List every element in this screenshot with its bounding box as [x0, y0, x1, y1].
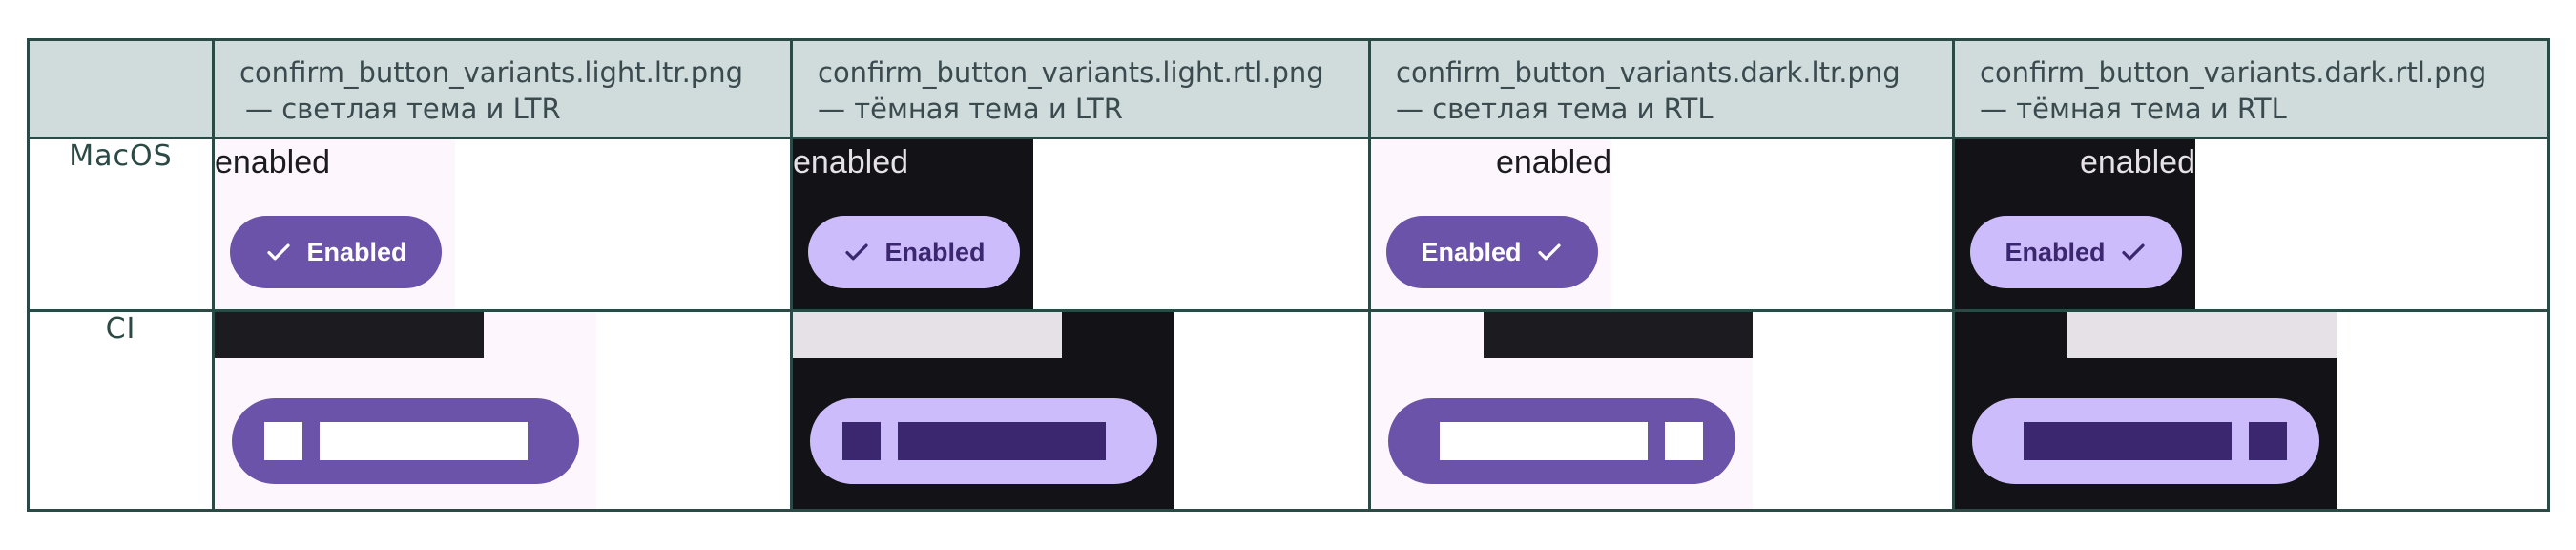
- confirm-button-preview: Enabled: [808, 216, 1020, 288]
- state-label: enabled: [215, 144, 331, 180]
- label-placeholder-bar: [2067, 313, 2337, 358]
- ci-screenshot-light-rtl: [794, 313, 1174, 508]
- button-label: Enabled: [2005, 237, 2106, 266]
- cell-ci-dark-rtl: [1952, 309, 2550, 512]
- cell-macos-dark-rtl: enabled Enabled: [1952, 137, 2550, 312]
- confirm-button-preview: Enabled: [230, 216, 442, 288]
- state-label: enabled: [1495, 144, 1611, 180]
- icon-placeholder: [842, 422, 881, 460]
- header-file: confirm_button_variants.dark.ltr.png: [1396, 56, 1901, 89]
- text-placeholder: [1440, 422, 1648, 460]
- button-placeholder: [232, 398, 579, 484]
- icon-placeholder: [264, 422, 302, 460]
- cell-macos-dark-ltr: enabled Enabled: [1368, 137, 1955, 312]
- icon-placeholder: [1665, 422, 1703, 460]
- row-label-ci: CI: [27, 309, 215, 512]
- cell-ci-dark-ltr: [1368, 309, 1955, 512]
- text-placeholder: [320, 422, 528, 460]
- ci-screenshot-dark-ltr: [1372, 313, 1753, 508]
- confirm-button-preview: Enabled: [1386, 216, 1598, 288]
- button-label: Enabled: [884, 237, 986, 266]
- header-file: confirm_button_variants.light.rtl.png: [818, 56, 1324, 89]
- button-placeholder: [1388, 398, 1735, 484]
- header-desc: — тёмная тема и LTR: [818, 93, 1123, 125]
- comparison-table: confirm_button_variants.light.ltr.png — с…: [27, 38, 2550, 512]
- screenshot-dark-rtl: enabled Enabled: [1956, 140, 2195, 308]
- label-placeholder-bar: [216, 313, 484, 358]
- state-label: enabled: [2079, 144, 2195, 180]
- screenshot-light-rtl: enabled Enabled: [793, 140, 1033, 308]
- button-label: Enabled: [306, 237, 407, 266]
- icon-placeholder: [2249, 422, 2287, 460]
- row-label-macos: MacOS: [27, 137, 215, 312]
- state-label: enabled: [793, 144, 909, 180]
- header-desc: — светлая тема и LTR: [245, 93, 561, 125]
- ci-screenshot-dark-rtl: [1956, 313, 2337, 508]
- header-col-1: confirm_button_variants.light.ltr.png — с…: [212, 38, 793, 139]
- header-col-4: confirm_button_variants.dark.rtl.png — тё…: [1952, 38, 2550, 139]
- check-icon: [2121, 243, 2145, 261]
- header-row: confirm_button_variants.light.ltr.png — с…: [27, 38, 2550, 139]
- button-placeholder: [810, 398, 1157, 484]
- check-icon: [1537, 243, 1561, 261]
- header-col-3: confirm_button_variants.dark.ltr.png — св…: [1368, 38, 1955, 139]
- row-macos: MacOS enabled Enabled enabled Enabled: [27, 137, 2550, 312]
- button-placeholder: [1972, 398, 2319, 484]
- check-icon: [845, 243, 869, 261]
- header-desc: — светлая тема и RTL: [1396, 93, 1714, 125]
- check-icon: [267, 243, 291, 261]
- confirm-button-preview: Enabled: [1970, 216, 2182, 288]
- header-corner: [27, 38, 215, 139]
- button-label: Enabled: [1421, 237, 1522, 266]
- label-placeholder-bar: [1484, 313, 1753, 358]
- text-placeholder: [2024, 422, 2232, 460]
- header-col-2: confirm_button_variants.light.rtl.png — т…: [790, 38, 1371, 139]
- header-file: confirm_button_variants.dark.rtl.png: [1980, 56, 2487, 89]
- screenshot-dark-ltr: enabled Enabled: [1372, 140, 1611, 308]
- text-placeholder: [898, 422, 1106, 460]
- cell-macos-light-rtl: enabled Enabled: [790, 137, 1371, 312]
- label-placeholder-bar: [794, 313, 1062, 358]
- header-file: confirm_button_variants.light.ltr.png: [239, 56, 744, 89]
- ci-screenshot-light-ltr: [216, 313, 596, 508]
- header-desc: — тёмная тема и RTL: [1980, 93, 2287, 125]
- cell-ci-light-ltr: [212, 309, 793, 512]
- screenshot-light-ltr: enabled Enabled: [215, 140, 455, 308]
- cell-macos-light-ltr: enabled Enabled: [212, 137, 793, 312]
- cell-ci-light-rtl: [790, 309, 1371, 512]
- row-ci: CI: [27, 309, 2550, 512]
